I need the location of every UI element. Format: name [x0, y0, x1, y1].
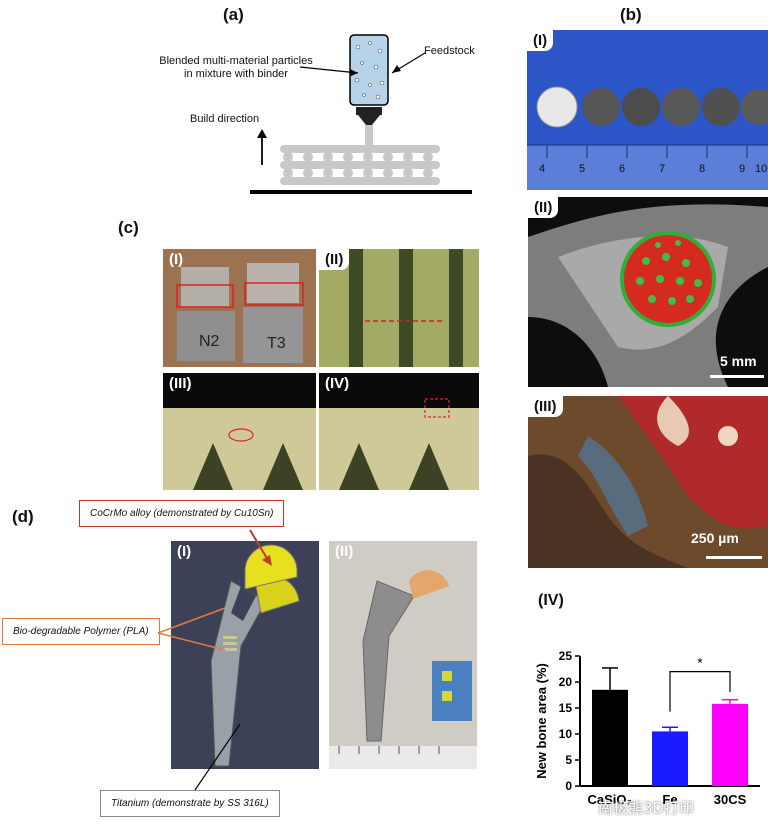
panel-c-iii-label: (III) [169, 375, 192, 392]
cross-section-iii-render [163, 408, 316, 490]
mixture-text-2: in mixture with binder [184, 68, 288, 80]
ruler-number: 9 [739, 163, 746, 175]
y-tick-label: 0 [565, 779, 572, 793]
micro-ct-image: (II) 5 mm [528, 197, 768, 387]
panel-d-label: (d) [12, 507, 34, 526]
ruler-number: 6 [619, 163, 626, 175]
panel-b-iii-label: (III) [528, 396, 563, 417]
sample-render [163, 249, 316, 367]
y-tick-label: 20 [559, 675, 573, 689]
bar [592, 689, 628, 786]
callout-titanium: Titanium (demonstrate by SS 316L) [100, 790, 280, 817]
scaffold-photo: (I) 4 5 6 7 8 9 10 [527, 30, 768, 190]
ruler-number: 10 [755, 163, 768, 175]
panel-d-i-label: (I) [177, 543, 192, 560]
panel-b-label: (b) [620, 5, 642, 24]
extrusion-schematic [250, 34, 472, 194]
micro-ct-render [528, 204, 768, 387]
panel-b-ii-label: (II) [528, 197, 559, 218]
histology-render [528, 396, 768, 568]
bar [652, 731, 688, 786]
y-axis-label: New bone area (%) [534, 663, 549, 779]
ruler-number: 7 [659, 163, 666, 175]
histology-image: (III) 250 µm [528, 396, 768, 568]
micrograph-ii-render [319, 249, 479, 367]
printed-implant-photo: (II) [329, 541, 477, 769]
build-direction-label: Build direction [190, 113, 260, 125]
callout-pla: Bio-degradable Polymer (PLA) [2, 618, 160, 645]
x-tick-label: Fe [662, 792, 677, 807]
y-tick-label: 25 [559, 649, 573, 663]
watermark-text: 南极熊3D打印 [598, 799, 695, 817]
panel-c-iv-label: (IV) [325, 375, 350, 392]
panel-c-label: (c) [118, 218, 139, 237]
scale-bar-iii: 250 µm [691, 530, 739, 546]
micrograph-ii: (II) [319, 249, 479, 367]
panel-d-ii-label: (II) [335, 543, 354, 560]
bar [712, 703, 748, 786]
y-tick-label: 5 [565, 753, 572, 767]
sample-n2: N2 [199, 333, 220, 350]
panel-a-label: (a) [223, 5, 244, 24]
x-tick-label: CaSiO₃ [587, 792, 632, 807]
ruler-number: 4 [539, 163, 546, 175]
cross-section-iii: (III) [163, 373, 316, 490]
panel-b-iv-label: (IV) [538, 592, 564, 609]
implant-cad [210, 544, 300, 767]
panel-c-i-label: (I) [169, 251, 184, 268]
panel-b-i-label: (I) [527, 30, 554, 51]
significance-mark: * [697, 655, 703, 671]
printed-implant-render [329, 570, 477, 769]
y-tick-label: 15 [559, 701, 573, 715]
ruler-number: 8 [699, 163, 706, 175]
cross-section-iv: (IV) [319, 373, 479, 490]
scale-bar-ii: 5 mm [720, 353, 757, 369]
x-tick-label: 30CS [714, 792, 747, 807]
cross-section-iv-render [319, 398, 479, 490]
significance-bracket [669, 670, 731, 712]
panel-c-ii-label: (II) [319, 249, 350, 270]
mixture-caption: Blended multi-material particles in mixt… [136, 55, 336, 81]
scaffold-discs [527, 86, 768, 190]
mixture-text-1: Blended multi-material particles [159, 55, 313, 67]
sample-photo: (I) N2 T3 [163, 249, 316, 367]
y-tick-label: 10 [559, 727, 573, 741]
ruler-number: 5 [579, 163, 586, 175]
callout-cocrmo: CoCrMo alloy (demonstrated by Cu10Sn) [79, 500, 285, 527]
cad-render: (I) [171, 541, 319, 769]
feedstock-label: Feedstock [424, 45, 475, 57]
sample-t3: T3 [267, 335, 286, 352]
